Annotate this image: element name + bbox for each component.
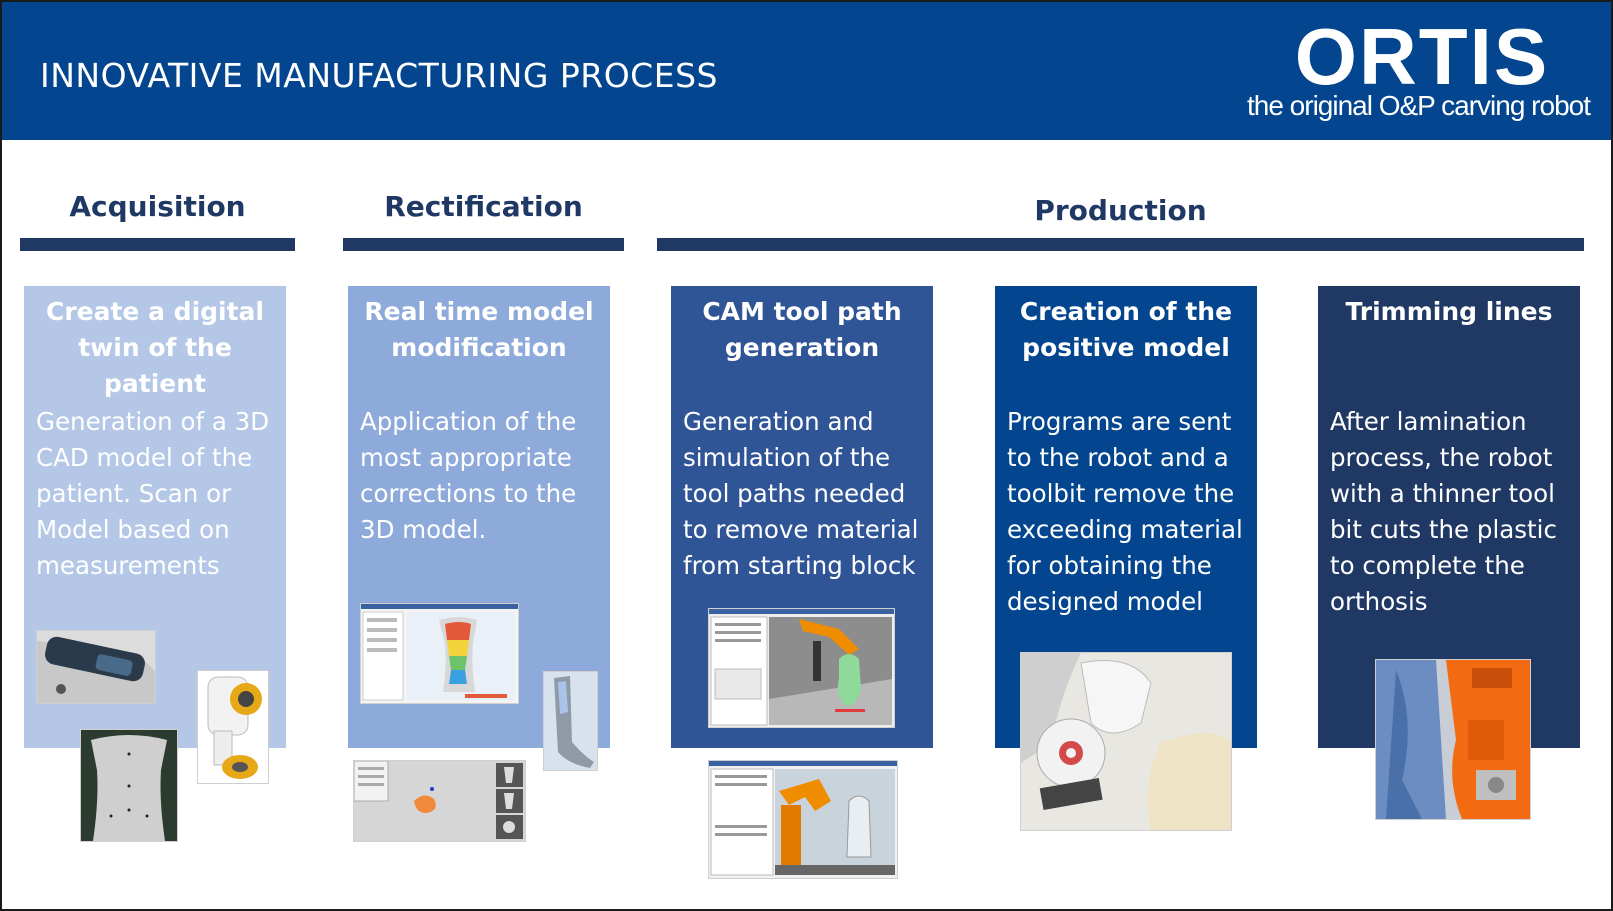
phase-acquisition-label: Acquisition xyxy=(69,190,246,223)
page-title: INNOVATIVE MANUFACTURING PROCESS xyxy=(40,56,718,95)
cam-simulation-image xyxy=(708,608,895,728)
header-banner: INNOVATIVE MANUFACTURING PROCESS ORTIS t… xyxy=(2,2,1611,140)
card-body: Programs are sent to the robot and a too… xyxy=(1007,407,1243,616)
robot-trimming-image xyxy=(1375,659,1531,820)
phase-production-label: Production xyxy=(1034,194,1207,227)
handheld-scanner-image xyxy=(197,670,269,784)
cam-robot-path-image xyxy=(708,760,898,879)
phase-rectification-label: Rectification xyxy=(384,190,583,223)
mesh-editing-image xyxy=(353,760,526,842)
card-heading: CAM tool path generation xyxy=(702,297,902,362)
ortis-logo: ORTIS xyxy=(1294,12,1550,101)
card-heading: Real time model modification xyxy=(364,297,594,362)
logo-tagline: the original O&P carving robot xyxy=(1246,90,1591,121)
card-body: Application of the most appropriate corr… xyxy=(360,407,577,544)
card-body: After lamination process, the robot with… xyxy=(1330,407,1557,616)
orthosis-model-image xyxy=(543,671,598,771)
card-heading: Creation of the positive model xyxy=(1019,297,1233,362)
card-heading: Create a digital twin of the patient xyxy=(45,297,264,398)
robot-carving-image xyxy=(1020,652,1232,831)
tablet-scanner-image xyxy=(36,630,156,704)
phase-acquisition-bar xyxy=(20,238,295,251)
torso-scan-image xyxy=(80,729,178,842)
card-heading: Trimming lines xyxy=(1345,297,1553,326)
phase-production-bar xyxy=(657,238,1584,251)
card-body: Generation and simulation of the tool pa… xyxy=(683,407,919,580)
card-body: Generation of a 3D CAD model of the pati… xyxy=(36,407,270,580)
phase-rectification-bar xyxy=(343,238,624,251)
torso-rectification-software-image xyxy=(360,603,519,704)
